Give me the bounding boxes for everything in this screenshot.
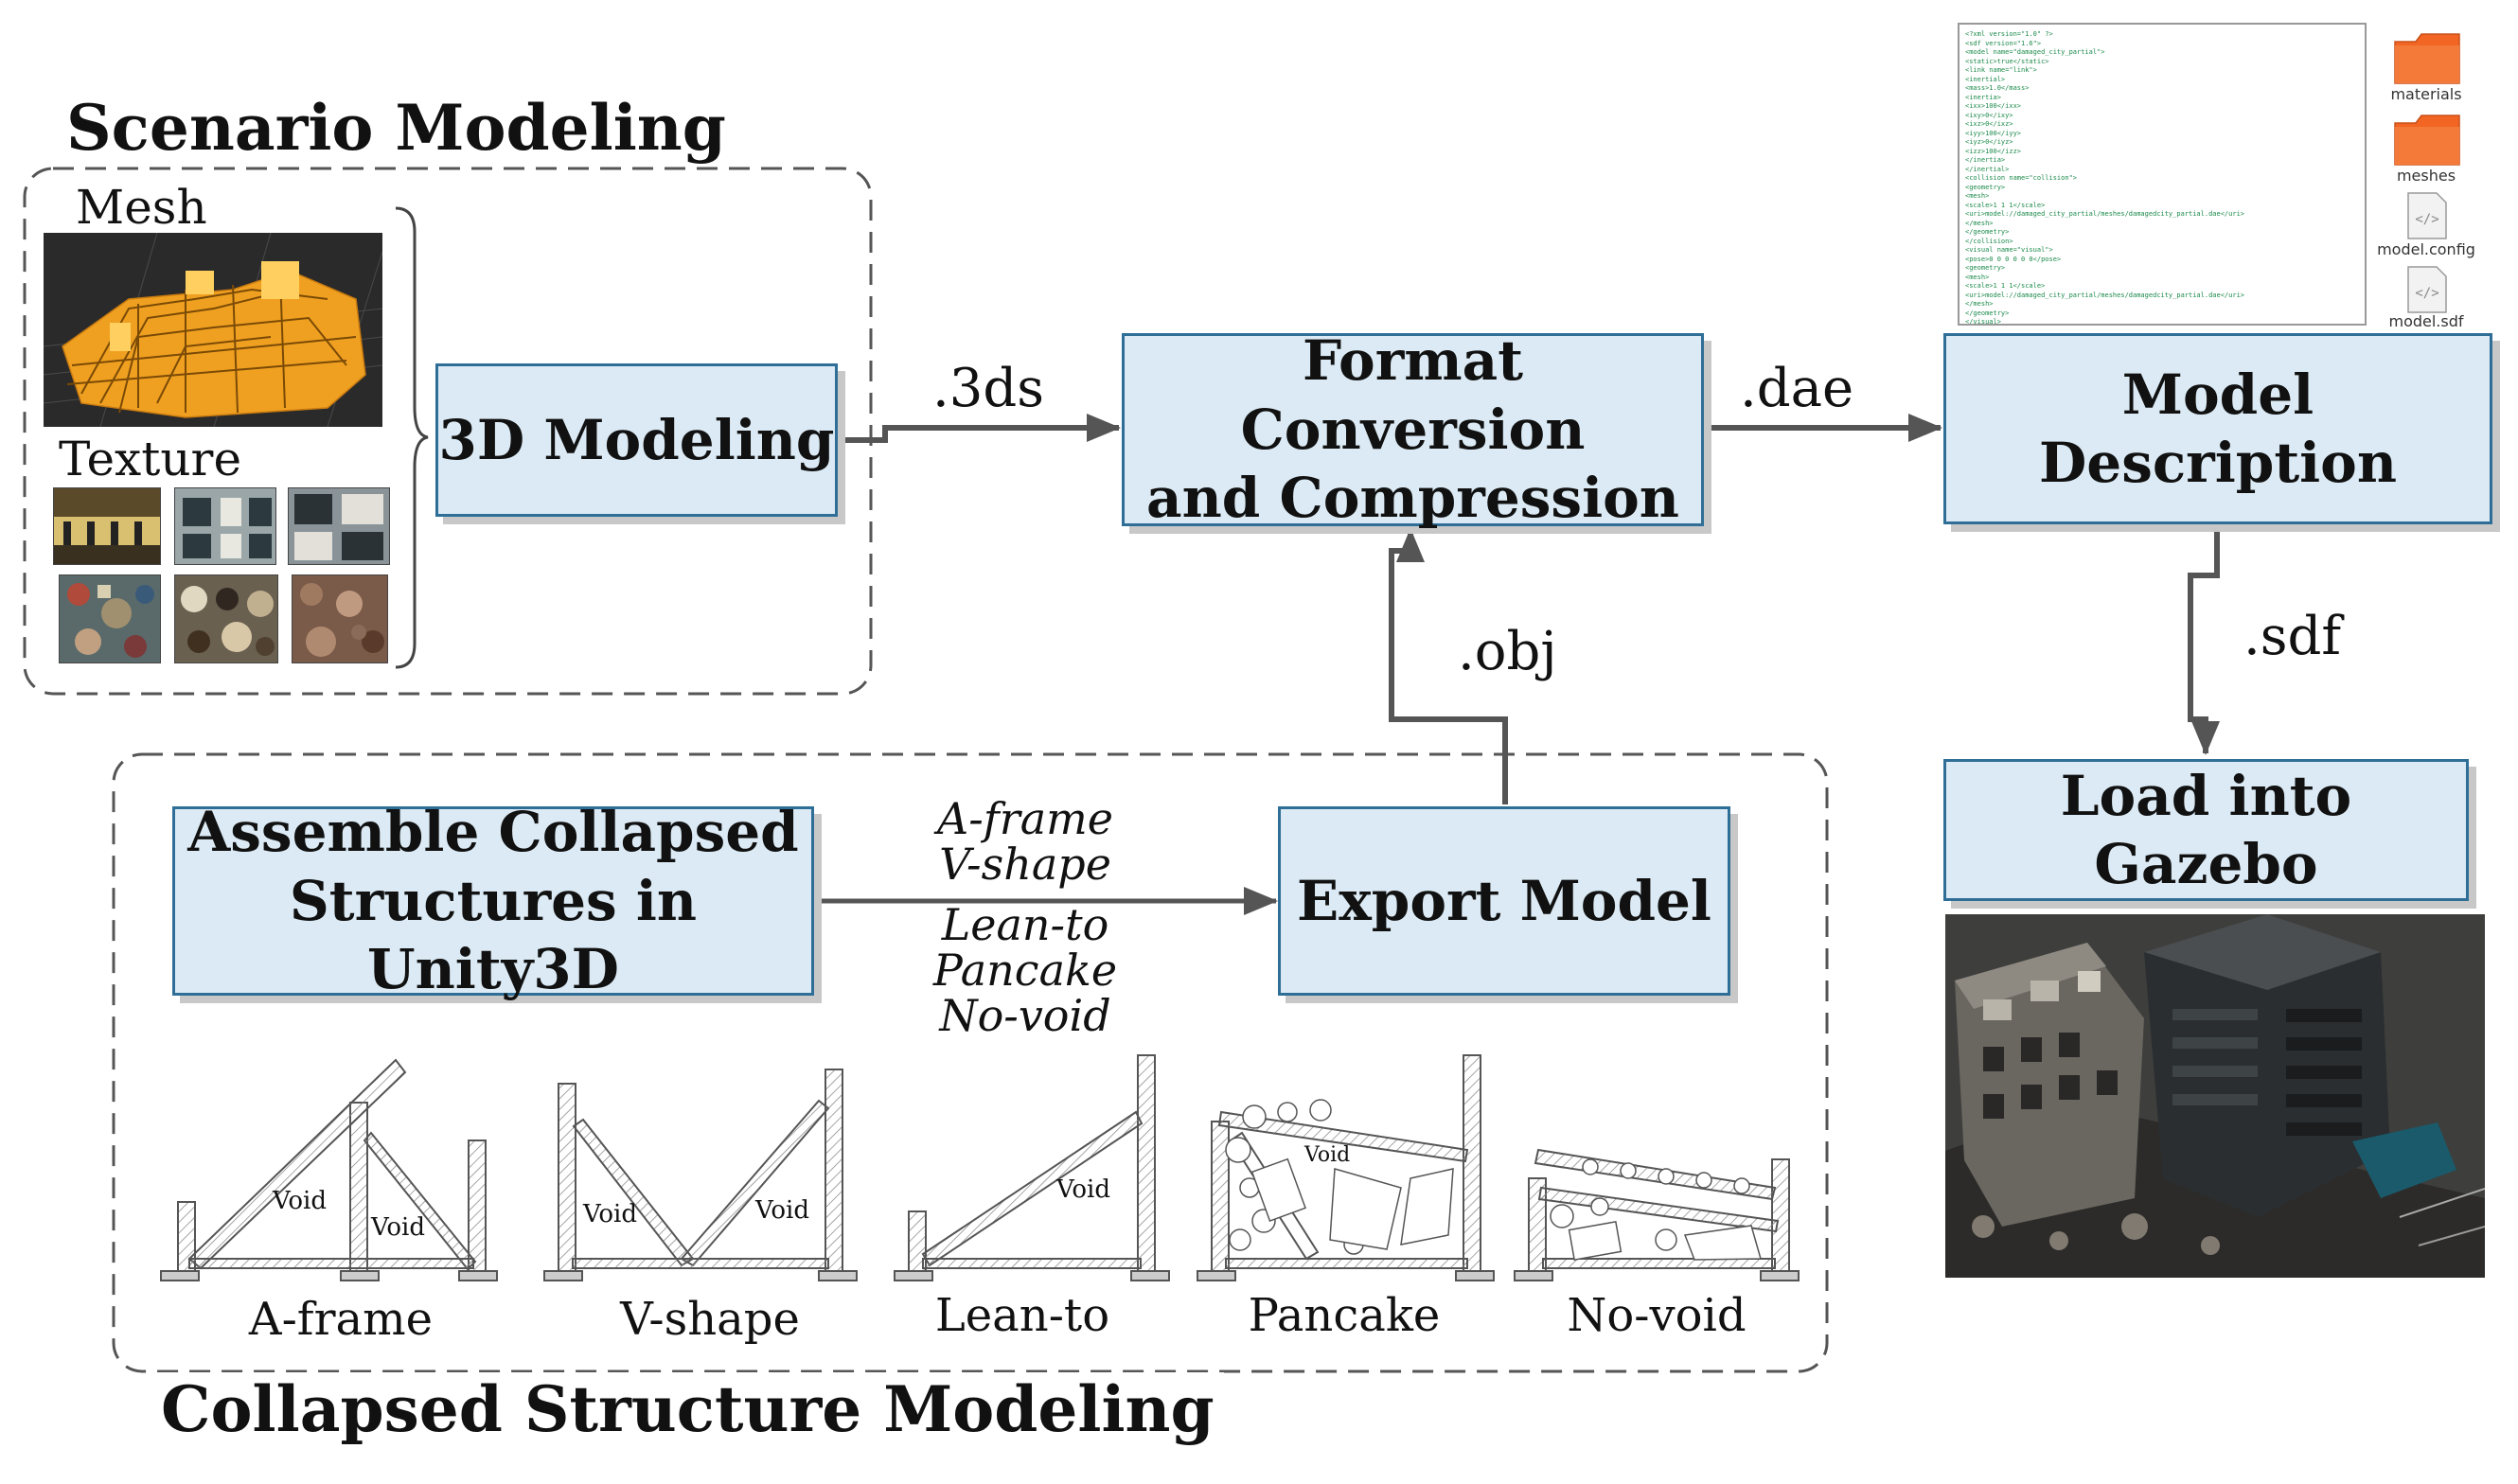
- type-list-v-shape: V-shape: [939, 839, 1111, 890]
- mesh-label: Mesh: [76, 180, 207, 235]
- load-gazebo-box: Load into Gazebo: [1943, 759, 2469, 901]
- code-line: <ixy>0</ixy>: [1965, 111, 2013, 119]
- ext-dae-label: .dae: [1740, 358, 1854, 419]
- code-line: <model name="damaged_city_partial">: [1965, 48, 2105, 56]
- type-list-pancake: Pancake: [932, 945, 1118, 996]
- category-pancake: Pancake: [1248, 1289, 1441, 1342]
- code-line: <sdf version="1.6">: [1965, 39, 2042, 47]
- arrow-obj: [1389, 528, 1508, 804]
- code-line: <izz>100</izz>: [1965, 147, 2022, 155]
- collapse-illustrations: [160, 1054, 1800, 1281]
- mesh-preview: [44, 233, 382, 427]
- code-line: <mass>1.0</mass>: [1965, 84, 2030, 92]
- code-line: <ixx>100</ixx>: [1965, 102, 2022, 110]
- gazebo-render-preview: [1945, 914, 2485, 1278]
- code-line: </mesh>: [1965, 219, 1994, 227]
- ext-sdf-label: .sdf: [2243, 606, 2342, 667]
- code-line: <?xml version="1.0" ?>: [1965, 30, 2053, 38]
- code-line: <iyy>100</iyy>: [1965, 129, 2022, 137]
- code-line: <iyz>0</iyz>: [1965, 138, 2013, 146]
- void-label-a-frame-1: Void: [273, 1187, 328, 1215]
- scenario-modeling-title: Scenario Modeling: [57, 91, 736, 165]
- arrow-sdf: [2188, 525, 2220, 755]
- code-line: <static>true</static>: [1965, 57, 2049, 65]
- category-no-void: No-void: [1567, 1289, 1747, 1342]
- 3d-modeling-box: 3D Modeling: [435, 363, 838, 517]
- grouping-brace: [395, 206, 429, 669]
- code-line: <mesh>: [1965, 192, 1990, 200]
- file-config-label: model.config: [2377, 240, 2475, 258]
- scenario-modeling-region: [23, 167, 873, 696]
- code-line: <link name="link">: [1965, 66, 2037, 74]
- void-label-v-shape-2: Void: [755, 1196, 810, 1225]
- void-label-lean-to: Void: [1056, 1175, 1111, 1204]
- damaged-building: [1955, 943, 2144, 1227]
- type-list-a-frame: A-frame: [936, 793, 1114, 844]
- code-line: </inertial>: [1965, 165, 2010, 173]
- code-line: <mesh>: [1965, 273, 1990, 281]
- ext-3ds-label: .3ds: [932, 358, 1045, 419]
- category-a-frame: A-frame: [248, 1293, 434, 1346]
- code-line: </visual>: [1965, 318, 2001, 326]
- code-line: <geometry>: [1965, 264, 2006, 272]
- materials-folder-icon: [2394, 33, 2460, 84]
- file-materials-label: materials: [2390, 85, 2462, 103]
- void-label-pancake: Void: [1304, 1143, 1351, 1167]
- code-line: <scale>1 1 1</scale>: [1965, 282, 2046, 290]
- code-line: <geometry>: [1965, 183, 2006, 191]
- type-list-lean-to: Lean-to: [941, 899, 1109, 950]
- code-line: <collision name="collision">: [1965, 174, 2078, 182]
- texture-thumb-3: [288, 487, 390, 565]
- code-line: <ixz>0</ixz>: [1965, 120, 2013, 128]
- lean-to-diagram: [894, 1054, 1170, 1281]
- assemble-structures-box: Assemble Collapsed Structures in Unity3D: [172, 800, 814, 1001]
- code-line: <uri>model://damaged_city_partial/meshes…: [1965, 291, 2245, 299]
- texture-label: Texture: [59, 432, 242, 486]
- texture-thumb-1: [53, 487, 161, 565]
- model-description-box: Model Description: [1943, 333, 2492, 524]
- code-line: <inertial>: [1965, 75, 2006, 83]
- ext-obj-label: .obj: [1458, 621, 1557, 682]
- file-meshes-label: meshes: [2396, 167, 2456, 185]
- format-conversion-box: Format Conversion and Compression: [1122, 328, 1704, 530]
- code-line: <scale>1 1 1</scale>: [1965, 201, 2046, 209]
- collapsed-structure-region: [112, 752, 1829, 1373]
- export-model-box: Export Model: [1278, 806, 1730, 996]
- type-list-no-void: No-void: [939, 990, 1111, 1041]
- config-file-icon: </>: [2407, 192, 2447, 239]
- model-files-panel: materials meshes </> model.config </> mo…: [2374, 25, 2501, 330]
- category-lean-to: Lean-to: [934, 1289, 1110, 1342]
- void-label-v-shape-1: Void: [583, 1200, 638, 1228]
- texture-thumb-2: [174, 487, 276, 565]
- code-line: </geometry>: [1965, 309, 2010, 317]
- code-line: <visual name="visual">: [1965, 246, 2053, 254]
- sdf-code-panel: <?xml version="1.0" ?><sdf version="1.6"…: [1958, 23, 2367, 326]
- meshes-folder-icon: [2394, 115, 2460, 166]
- code-line: <pose>0 0 0 0 0 0</pose>: [1965, 255, 2062, 263]
- a-frame-diagram: [160, 1058, 498, 1281]
- svg-text:</>: </>: [2415, 286, 2438, 301]
- code-line: <inertia>: [1965, 93, 2001, 101]
- void-label-a-frame-2: Void: [371, 1213, 426, 1242]
- code-line: </collision>: [1965, 237, 2013, 245]
- svg-text:</>: </>: [2415, 212, 2438, 227]
- v-shape-diagram: [543, 1069, 858, 1281]
- file-sdf-label: model.sdf: [2388, 312, 2464, 330]
- code-line: <uri>model://damaged_city_partial/meshes…: [1965, 210, 2245, 218]
- texture-thumb-5: [174, 574, 278, 663]
- code-line: </inertia>: [1965, 156, 2006, 164]
- intact-building: [2144, 914, 2390, 1217]
- texture-thumb-4: [59, 574, 161, 663]
- category-v-shape: V-shape: [620, 1293, 800, 1346]
- texture-thumb-6: [292, 574, 388, 663]
- collapsed-structure-modeling-title: Collapsed Structure Modeling: [151, 1372, 1224, 1446]
- arrow-3ds: [838, 414, 1121, 443]
- code-line: </geometry>: [1965, 228, 2010, 236]
- code-line: </mesh>: [1965, 300, 1994, 308]
- sdf-file-icon: </>: [2407, 266, 2447, 313]
